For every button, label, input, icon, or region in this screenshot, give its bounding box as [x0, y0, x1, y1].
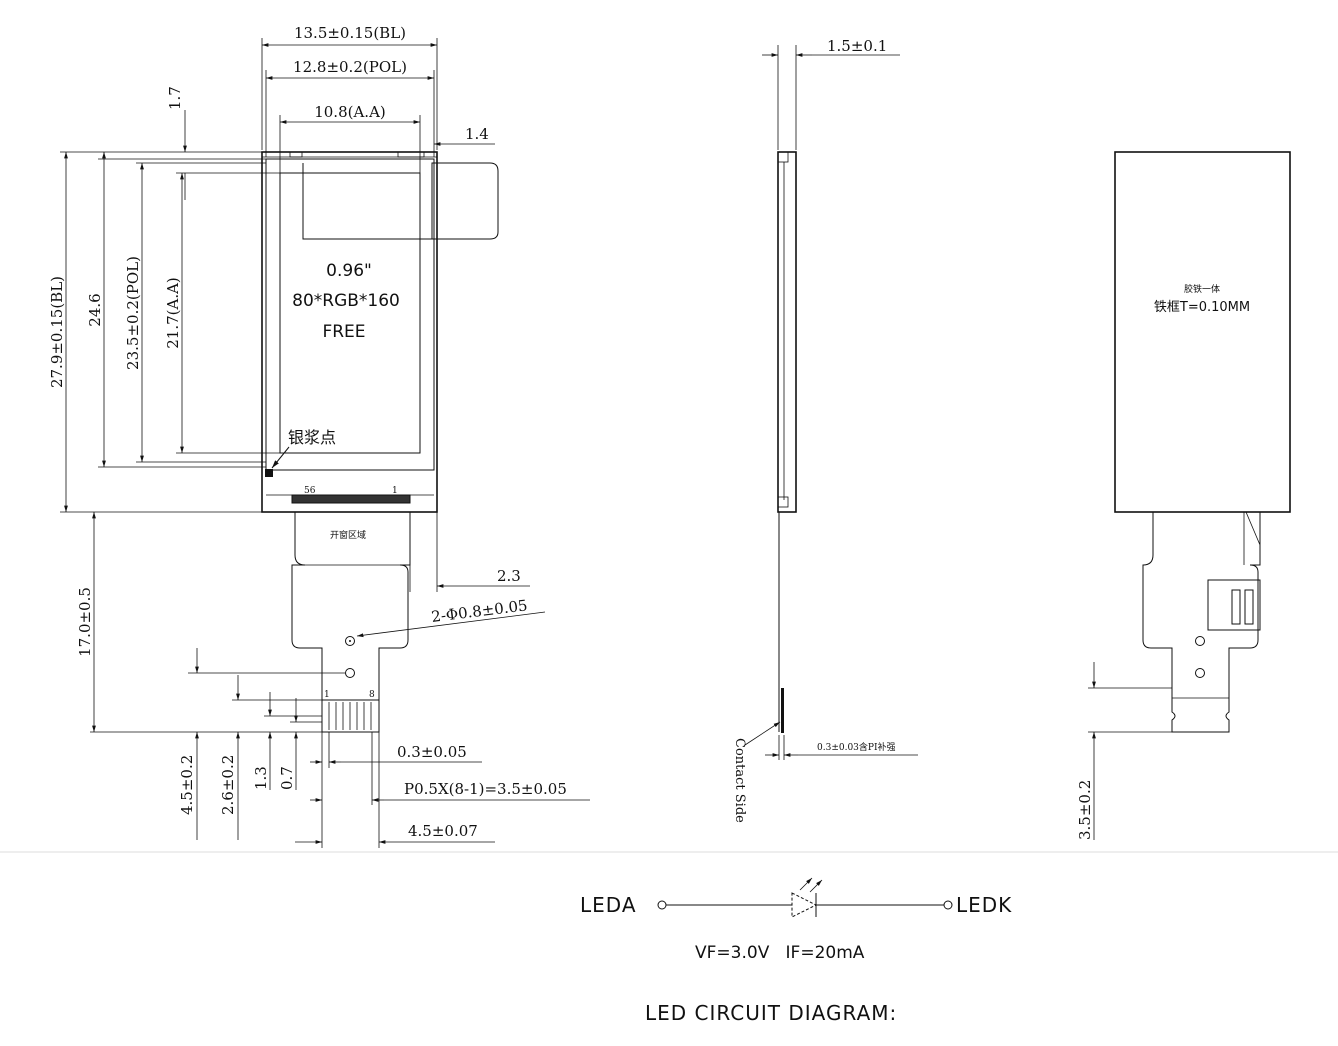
dim-right-offset: 1.4	[465, 125, 489, 143]
back-hole-2	[1195, 668, 1205, 678]
dim-07: 0.7	[278, 766, 296, 790]
dim-45: 4.5±0.2	[178, 755, 196, 815]
panel-resolution-text: 80*RGB*160	[292, 291, 400, 311]
dim-fpc-width: 4.5±0.07	[408, 822, 478, 840]
dim-width-aa: 10.8(A.A)	[314, 103, 386, 121]
back-view: 胶铁一体 铁框T=0.10MM 3.5±0.2	[1076, 151, 1291, 840]
active-area-outline	[279, 172, 421, 454]
side-stiffener	[781, 688, 784, 733]
polarizer-outline	[265, 158, 435, 471]
dim-width-pol: 12.8±0.2(POL)	[293, 58, 407, 76]
back-note-line1: 胶铁一体	[1184, 283, 1220, 295]
silver-dot-marker	[265, 469, 273, 477]
back-hatched-component	[1207, 579, 1261, 631]
back-frame	[1114, 151, 1291, 513]
hole-1	[345, 636, 355, 646]
led-circuit: LEDA LEDK VF=3.0V IF=20mA LED CIRCUIT DI…	[580, 877, 1012, 1025]
dim-thickness: 1.5±0.1	[827, 37, 887, 55]
led-cathode-label: LEDK	[956, 893, 1012, 917]
cathode-terminal	[943, 900, 953, 910]
dim-top-offset: 1.7	[166, 86, 184, 110]
contact-side-label: Contact Side	[732, 738, 747, 823]
front-view: 0.96" 80*RGB*160 FREE 银浆点 56 1 开窗区域 1 8	[48, 24, 590, 848]
dim-height-bl: 27.9±0.15(BL)	[48, 276, 66, 388]
dim-height-246: 24.6	[86, 293, 104, 326]
hole-2	[345, 668, 355, 678]
dim-width-bl: 13.5±0.15(BL)	[294, 24, 406, 42]
pin-8-label: 8	[369, 690, 375, 700]
back-dim-35: 3.5±0.2	[1076, 780, 1094, 840]
dim-stiffener: 0.3±0.03含PI补强	[817, 741, 896, 753]
anode-terminal	[657, 900, 667, 910]
dim-height-aa: 21.7(A.A)	[164, 277, 182, 349]
side-view: 1.5±0.1 0.3±0.03含PI补强 Contact Side	[732, 37, 918, 823]
dim-holes: 2-Φ0.8±0.05	[430, 596, 528, 626]
back-fpc-outline	[1142, 512, 1261, 733]
window-area-label: 开窗区域	[330, 529, 366, 541]
dim-fpc-length: 17.0±0.5	[76, 587, 94, 657]
dim-pad-width: 0.3±0.05	[397, 743, 467, 761]
dim-26: 2.6±0.2	[219, 755, 237, 815]
dim-13: 1.3	[252, 766, 270, 790]
pin-1-top-label: 1	[392, 486, 398, 496]
back-note-line2: 铁框T=0.10MM	[1154, 300, 1250, 315]
dim-height-pol: 23.5±0.2(POL)	[124, 256, 142, 370]
silver-dot-label: 银浆点	[288, 428, 336, 447]
dim-pitch: P0.5X(8-1)=3.5±0.05	[404, 780, 567, 798]
fpc-hatched-area	[431, 162, 499, 240]
panel-view-text: FREE	[322, 322, 365, 342]
panel-size-text: 0.96"	[326, 261, 372, 281]
dim-fpc-side: 2.3	[497, 567, 521, 585]
led-anode-label: LEDA	[580, 893, 637, 917]
back-hole-1	[1195, 636, 1205, 646]
pin-56-label: 56	[304, 486, 316, 496]
led-params: VF=3.0V IF=20mA	[695, 943, 865, 963]
backlight-outline	[261, 151, 438, 513]
pin-1-label: 1	[324, 690, 330, 700]
led-diode-symbol	[791, 892, 818, 918]
gold-fingers	[321, 699, 380, 733]
side-body	[777, 151, 797, 513]
led-diagram-title: LED CIRCUIT DIAGRAM:	[645, 1001, 897, 1025]
connector-strip	[291, 494, 411, 504]
